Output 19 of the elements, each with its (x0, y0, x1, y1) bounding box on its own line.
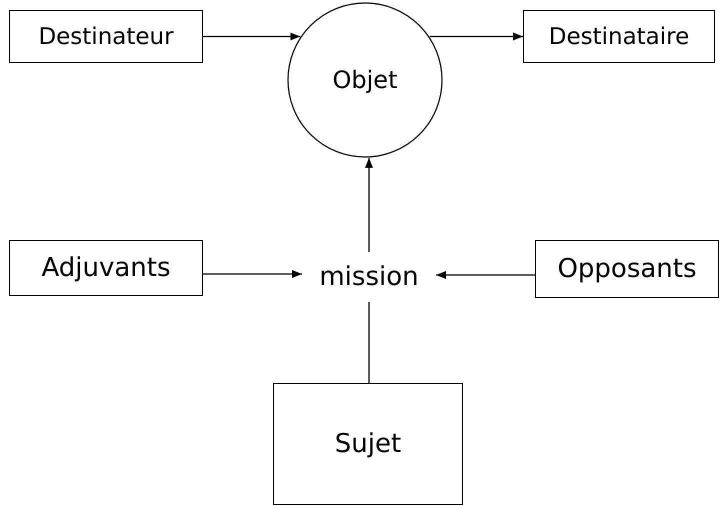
arrow (203, 270, 302, 278)
text-box (9, 240, 203, 296)
arrow (365, 158, 373, 252)
node-label: Destinataire (548, 24, 690, 50)
text-box (535, 240, 719, 298)
node-label: Sujet (334, 429, 402, 459)
connector-line (368, 302, 370, 383)
arrow (203, 32, 300, 40)
node-label: Adjuvants (41, 253, 171, 283)
node-label: Opposants (557, 254, 697, 284)
arrow (430, 32, 523, 40)
object-circle (287, 2, 443, 158)
node-label: Destinateur (38, 24, 174, 50)
arrow (436, 271, 535, 279)
text-box (523, 10, 715, 63)
text-box (273, 383, 463, 505)
node-label: mission (319, 262, 419, 292)
node-label: Objet (332, 66, 398, 94)
text-box (9, 10, 203, 63)
